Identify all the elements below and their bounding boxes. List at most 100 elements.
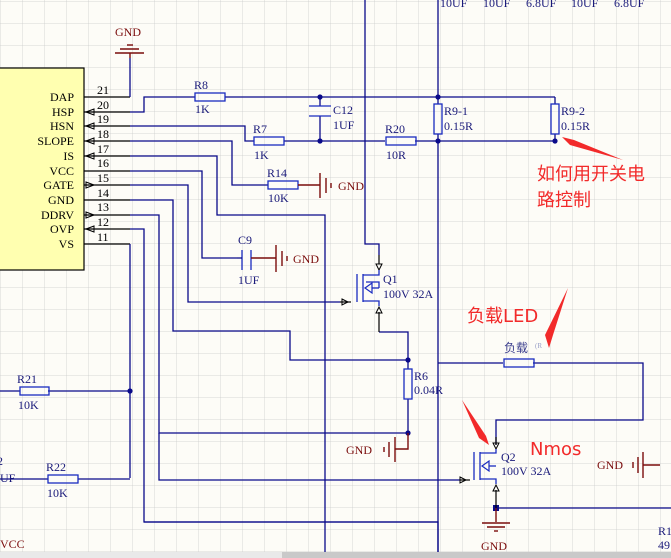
pin-number: 18: [97, 127, 109, 141]
pin-name: VS: [59, 237, 74, 251]
pin-number: 17: [97, 142, 109, 156]
gnd-symbol-c9: GND: [275, 245, 319, 272]
r9-2-ref: R9-2: [561, 104, 585, 118]
r22-value: 10K: [47, 486, 68, 500]
resistor-r9-2[interactable]: R9-2 0.15R: [550, 103, 590, 135]
load-ref: 负载: [504, 341, 528, 355]
r7-ref: R7: [253, 122, 267, 136]
resistor-r21[interactable]: R21 10K: [17, 372, 50, 412]
resistor-r9-1[interactable]: R9-1 0.15R: [433, 103, 473, 135]
annotation-load-led: 负载LED: [467, 306, 538, 327]
gnd-symbol-r6: GND: [346, 433, 409, 462]
ic-pin-lines: [84, 96, 130, 245]
resistor-r22[interactable]: R22 10K: [46, 460, 79, 500]
resistor-r7[interactable]: R7 1K: [253, 122, 285, 162]
gnd-label: GND: [481, 539, 507, 552]
annotation-arrow-load: [545, 288, 568, 348]
c12-ref: C12: [333, 103, 353, 117]
annotation-switch-question-line2: 路控制: [537, 190, 591, 211]
gnd-label: GND: [293, 252, 319, 266]
pin-name: GATE: [43, 178, 74, 192]
gnd-symbol-top: GND: [115, 25, 144, 58]
gnd-symbol-r14: GND: [319, 173, 364, 198]
pin-name: SLOPE: [37, 134, 74, 148]
pin-number: 15: [97, 171, 109, 185]
gnd-label: GND: [597, 458, 623, 472]
junctions: [127, 94, 558, 511]
q1-value: 100V 32A: [383, 287, 433, 301]
capacitor-c12[interactable]: C12 1UF: [309, 103, 355, 132]
pin-number: 11: [97, 230, 109, 244]
top-capacitor-values: 10UF 10UF 6.8UF 10UF 6.8UF: [440, 0, 645, 10]
capacitor-c9[interactable]: C9 1UF: [237, 233, 276, 287]
mosfet-q2[interactable]: Q2 100V 32A: [459, 437, 551, 508]
pin-name: VCC: [49, 164, 74, 178]
gnd-symbol-q2: GND: [481, 508, 510, 552]
r9-1-value: 0.15R: [444, 119, 473, 133]
ic-body[interactable]: [0, 67, 85, 271]
r9-1-ref: R9-1: [444, 104, 468, 118]
r6-ref: R6: [414, 369, 428, 383]
annotation-switch-question: 如何用开关电: [537, 164, 645, 185]
pin-number: 21: [97, 83, 109, 97]
ic-pin-names: DAP HSP HSN SLOPE IS VCC GATE GND DDRV O…: [37, 90, 74, 251]
cap-value: 6.8UF: [526, 0, 557, 10]
cap-value: 10UF: [571, 0, 599, 10]
gnd-label: GND: [338, 179, 364, 193]
gnd-symbol-right: GND: [597, 452, 660, 478]
pin-name: HSN: [50, 119, 74, 133]
r-partial-ref: R1: [658, 524, 671, 538]
r21-value: 10K: [18, 398, 39, 412]
r9-2-value: 0.15R: [561, 119, 590, 133]
resistor-load[interactable]: 负载 (R: [503, 341, 542, 368]
c9-value: 1UF: [238, 273, 260, 287]
r22-ref: R22: [46, 460, 66, 474]
horizontal-scrollbar[interactable]: [0, 552, 671, 558]
resistor-r8[interactable]: R8 1K: [194, 78, 226, 116]
scrollbar-thumb[interactable]: [282, 552, 671, 558]
pin-number: 14: [97, 186, 109, 200]
pin-number: 12: [97, 215, 109, 229]
pin-number: 13: [97, 200, 109, 214]
r8-ref: R8: [194, 78, 208, 92]
r21-ref: R21: [17, 372, 37, 386]
gnd-label: GND: [115, 25, 141, 39]
resistor-r20[interactable]: R20 10R: [385, 122, 417, 162]
pin-name: DDRV: [41, 208, 74, 222]
r14-value: 10K: [268, 191, 289, 205]
pin-name: IS: [63, 149, 74, 163]
gnd-label: GND: [346, 443, 372, 457]
resistor-r14[interactable]: R14 10K: [267, 166, 320, 205]
vcc-label: VCC: [0, 537, 25, 551]
q2-ref: Q2: [501, 450, 516, 464]
load-value: (R: [535, 342, 542, 350]
ic-pin-numbers: 21 20 19 18 17 16 15 14 13 12 11: [97, 83, 109, 244]
annotation-arrow-q2: [462, 400, 489, 445]
c9-ref: C9: [238, 233, 252, 247]
q2-value: 100V 32A: [501, 464, 551, 478]
pin-direction-arrows: [84, 108, 96, 233]
pin-name: GND: [48, 193, 74, 207]
r14-ref: R14: [267, 166, 287, 180]
annotation-nmos: Nmos: [530, 439, 581, 460]
partial-cap-ref: 2: [0, 454, 3, 468]
pin-name: HSP: [52, 105, 74, 119]
pin-number: 19: [97, 112, 109, 126]
partial-cap-value: UF: [0, 471, 16, 485]
pin-number: 16: [97, 156, 109, 170]
r-partial-value: 49: [658, 538, 670, 552]
pin-number: 20: [97, 98, 109, 112]
cap-value: 10UF: [483, 0, 511, 10]
r7-value: 1K: [254, 148, 269, 162]
r6-value: 0.04R: [414, 383, 443, 397]
resistor-r6[interactable]: R6 0.04R: [403, 368, 443, 400]
pin-name: DAP: [50, 90, 74, 104]
c12-value: 1UF: [333, 118, 355, 132]
q1-ref: Q1: [383, 272, 398, 286]
cap-value: 10UF: [440, 0, 468, 10]
mosfet-q1[interactable]: Q1 100V 32A: [340, 255, 433, 332]
r8-value: 1K: [195, 102, 210, 116]
